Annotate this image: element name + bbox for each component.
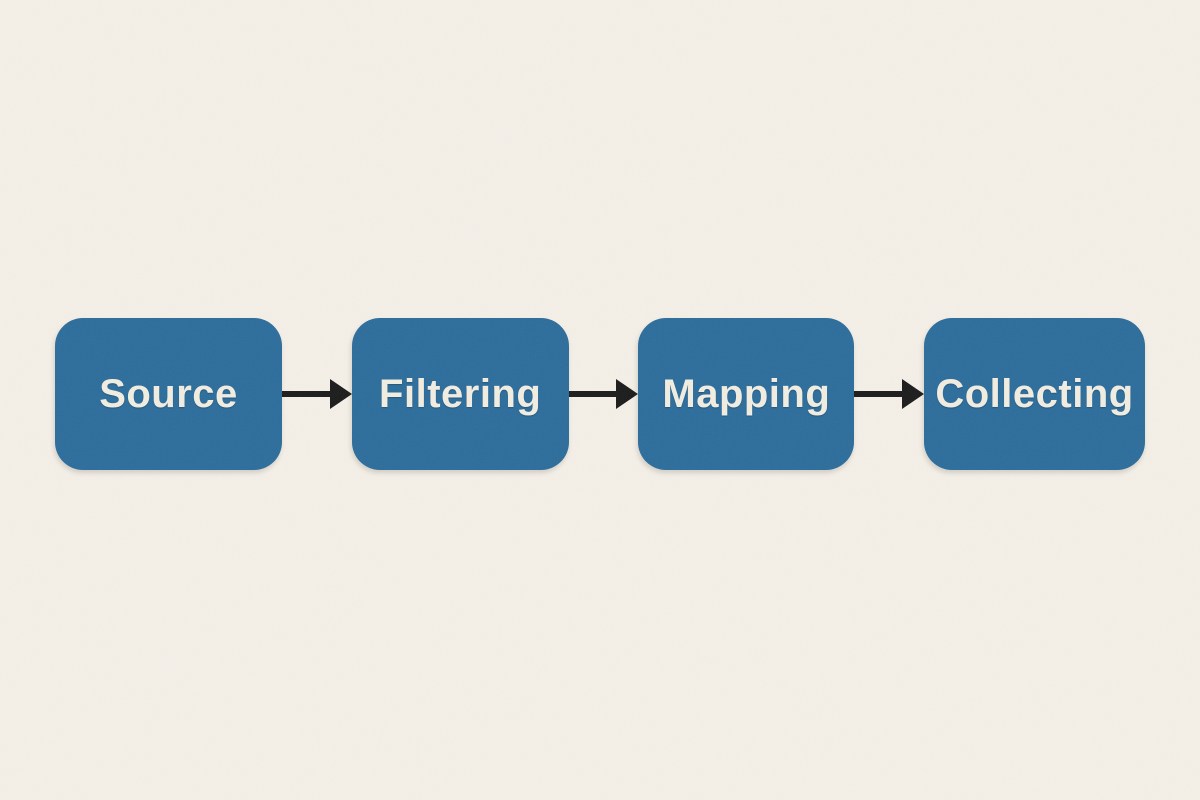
flow-node-source: Source <box>55 318 282 470</box>
arrow-shaft <box>282 391 330 397</box>
flow-diagram: Source Filtering Mapping Collecting <box>55 318 1146 470</box>
arrow-head <box>902 379 925 409</box>
flow-node-label: Mapping <box>662 371 831 416</box>
arrow-head <box>616 379 639 409</box>
flow-node-label: Filtering <box>379 371 542 416</box>
flow-node-collecting: Collecting <box>924 318 1146 470</box>
flow-node-mapping: Mapping <box>638 318 855 470</box>
flow-node-label: Collecting <box>935 371 1134 416</box>
arrow-right-icon <box>568 379 639 409</box>
flow-node-label: Source <box>99 371 238 416</box>
arrow-shaft <box>854 391 903 397</box>
arrow-right-icon <box>854 379 925 409</box>
arrow-right-icon <box>282 379 352 409</box>
flow-node-filtering: Filtering <box>351 318 569 470</box>
arrow-head <box>329 379 352 409</box>
arrow-shaft <box>568 391 617 397</box>
